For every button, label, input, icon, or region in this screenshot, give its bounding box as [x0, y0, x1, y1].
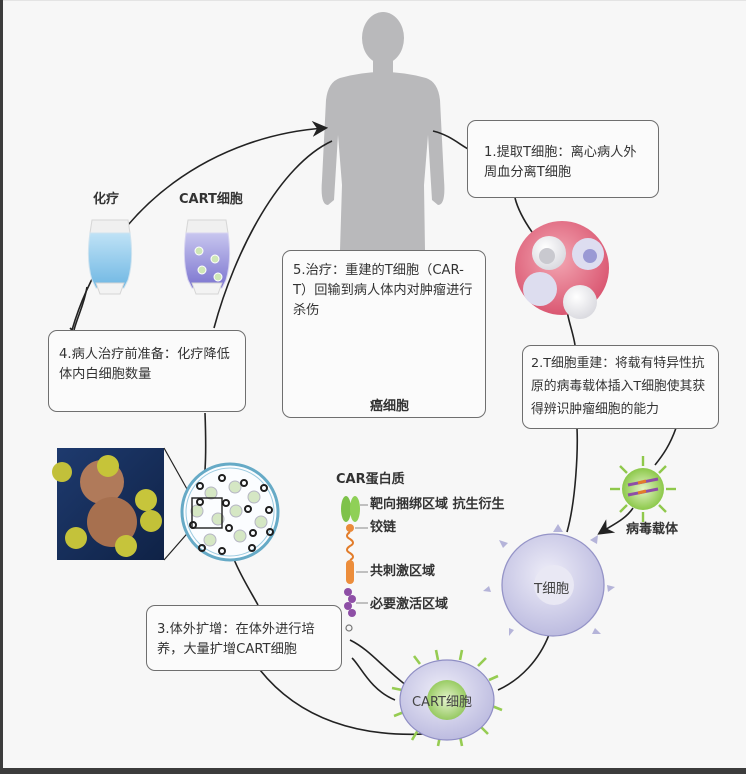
- step-4-box: 4.病人治疗前准备：化疗降低体内白细胞数量: [48, 330, 246, 412]
- human-silhouette: [321, 12, 445, 250]
- step-3-box: 3.体外扩增：在体外进行培养，大量扩增CART细胞: [146, 605, 342, 671]
- t-cell: [483, 524, 615, 637]
- connector-step4-petri: [204, 412, 207, 471]
- step-1-box: 1.提取T细胞：离心病人外周血分离T细胞: [467, 120, 659, 198]
- micrograph-image: [52, 448, 164, 560]
- t-cell-label: T细胞: [534, 581, 570, 597]
- car-domain-hinge: 铰链: [370, 520, 397, 535]
- step-5-text: 5.治疗：重建的T细胞（CAR-T）回输到病人体内对肿瘤进行杀伤: [293, 263, 473, 318]
- connector-step3-cart-lower: [259, 669, 426, 736]
- connector-step1-blood: [514, 197, 533, 233]
- arrow-to-human: [71, 120, 329, 331]
- cart-iv-bag: [183, 219, 231, 295]
- connector-step2-tcell: [566, 427, 579, 533]
- connector-cart-step3-a: [349, 639, 408, 687]
- chemo-bag-label: 化疗: [93, 192, 120, 207]
- step-2-box: 2.T细胞重建：将载有特异性抗原的病毒载体插入T细胞使其获得辨识肿瘤细胞的能力: [522, 345, 719, 429]
- car-domain-targeting: 靶向捆绑区域 抗生衍生: [370, 497, 505, 512]
- connector-cart-bag: [213, 140, 333, 329]
- cart-cell: [391, 649, 503, 747]
- connector-cart-step3-b: [351, 657, 396, 701]
- connector-step2-virus: [654, 427, 677, 466]
- connector-tcell-cart: [497, 631, 551, 691]
- cart-bag-label: CART细胞: [179, 192, 243, 207]
- arrow-virus-to-tcell: [597, 507, 634, 535]
- blood-sample: [515, 221, 609, 319]
- step-5-box: 5.治疗：重建的T细胞（CAR-T）回输到病人体内对肿瘤进行杀伤: [282, 250, 486, 418]
- petri-dish: [180, 462, 280, 562]
- step-3-text: 3.体外扩增：在体外进行培养，大量扩增CART细胞: [157, 622, 315, 657]
- chemo-iv-bag: [87, 219, 133, 295]
- step-4-text: 4.病人治疗前准备：化疗降低体内白细胞数量: [59, 347, 230, 382]
- cancer-cell-label: 癌细胞: [370, 399, 410, 414]
- car-protein-structure: [341, 496, 368, 632]
- car-domain-costimulatory: 共刺激区域: [370, 564, 436, 579]
- step-1-text: 1.提取T细胞：离心病人外周血分离T细胞: [484, 145, 637, 180]
- connector-chemo-step4: [73, 286, 88, 331]
- connector-step4-bag: [69, 327, 73, 331]
- viral-vector: [610, 456, 676, 522]
- viral-vector-label: 病毒载体: [626, 522, 679, 537]
- car-domain-activation: 必要激活区域: [370, 597, 449, 612]
- cart-cell-label: CART细胞: [412, 695, 472, 710]
- car-protein-title: CAR蛋白质: [336, 472, 405, 487]
- step-2-text: 2.T细胞重建：将载有特异性抗原的病毒载体插入T细胞使其获得辨识肿瘤细胞的能力: [531, 356, 706, 417]
